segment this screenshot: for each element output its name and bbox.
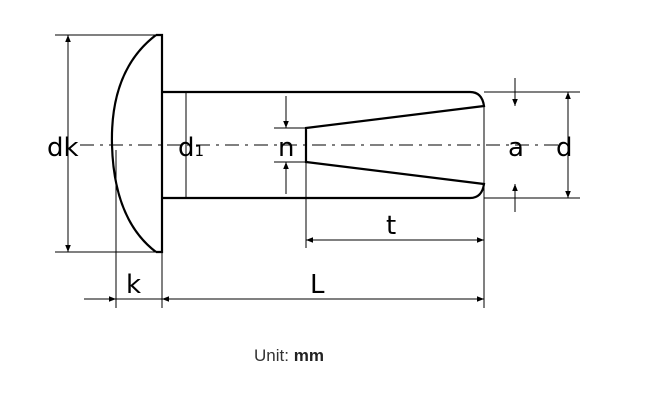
d-dimension <box>520 91 580 199</box>
rivet-head <box>110 33 164 254</box>
unit-label: Unit: <box>254 346 289 365</box>
d1-label: d1 <box>178 133 204 163</box>
n-dimension <box>274 96 306 194</box>
rivet-shank <box>162 90 404 200</box>
d1-label-sub: 1 <box>195 142 205 160</box>
L-dimension <box>162 248 485 308</box>
L-label: L <box>310 270 325 300</box>
a-label: a <box>508 133 524 163</box>
k-dimension <box>84 150 163 308</box>
unit-value: mm <box>293 346 324 365</box>
dk-dimension <box>55 34 156 253</box>
n-label: n <box>278 133 294 163</box>
a-dimension <box>484 78 520 212</box>
k-label: k <box>126 270 141 300</box>
t-label: t <box>386 211 396 241</box>
t-dimension <box>305 162 485 248</box>
d1-label-main: d <box>178 133 195 163</box>
dk-label: dk <box>47 133 79 163</box>
unit-caption: Unit: mm <box>254 346 324 366</box>
d-label: d <box>556 133 573 163</box>
